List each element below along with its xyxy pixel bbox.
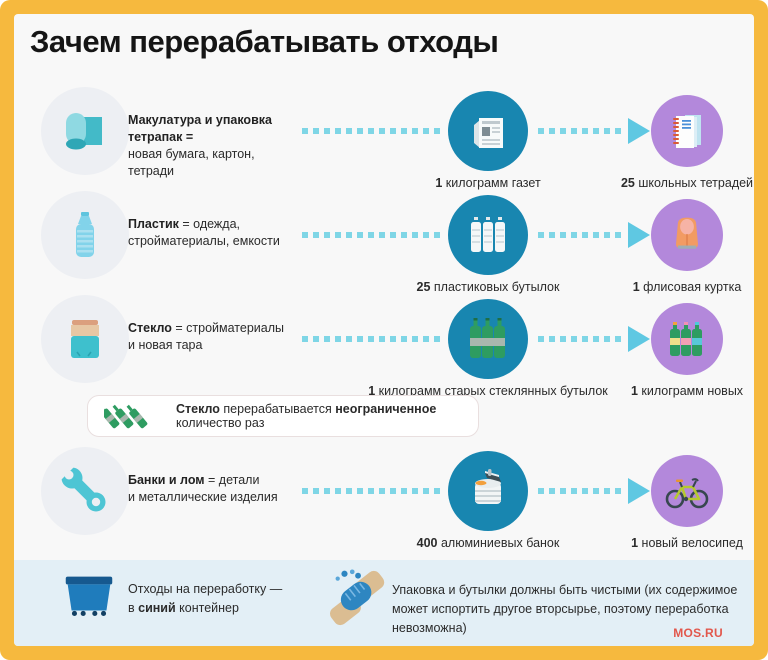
- row-metal: Банки и лом = детали и металлические изд…: [0, 447, 768, 577]
- row-paper: Макулатура и упаковка тетрапак = новая б…: [0, 87, 768, 217]
- old-glass-bottles-icon: [465, 316, 511, 362]
- dotted-line: [538, 488, 624, 494]
- output-caption: 1 новый велосипед: [631, 536, 743, 550]
- output-circle-jacket: [651, 199, 723, 271]
- footer-bar: Отходы на переработку — в синий контейне…: [14, 560, 754, 646]
- input-caption: 400 алюминиевых банок: [416, 536, 560, 550]
- input-caption: 1 килограмм газет: [435, 176, 541, 190]
- arrow-right-icon: [628, 118, 650, 144]
- new-glass-bottles-icon: [667, 319, 707, 359]
- dotted-line: [302, 488, 444, 494]
- glass-jar-icon: [59, 313, 111, 365]
- source-circle-glass: [41, 295, 129, 383]
- dotted-line: [538, 232, 624, 238]
- source-circle-metal: [41, 447, 129, 535]
- input-circle-bottles: [448, 195, 528, 275]
- row-label: Пластик = одежда, стройматериалы, емкост…: [128, 217, 280, 248]
- glass-fact-callout: Стекло перерабатывается неограниченное к…: [87, 395, 479, 437]
- bicycle-icon: [664, 468, 710, 514]
- input-caption: 25 пластиковых бутылок: [416, 280, 560, 294]
- brand-link[interactable]: MOS.RU: [673, 626, 723, 640]
- tilted-bottles-icon: [104, 399, 160, 433]
- arrow-right-icon: [628, 222, 650, 248]
- newspaper-icon: [465, 108, 511, 154]
- dotted-line: [538, 336, 624, 342]
- washing-hands-icon: [328, 566, 392, 630]
- source-circle-plastic: [41, 191, 129, 279]
- row-plastic: Пластик = одежда, стройматериалы, емкост…: [0, 191, 768, 321]
- plastic-bottles-icon: [466, 213, 510, 257]
- row-label: Стекло = стройматериалы и новая тара: [128, 321, 285, 352]
- paper-roll-icon: [59, 105, 111, 157]
- dotted-line: [302, 232, 444, 238]
- arrow-right-icon: [628, 326, 650, 352]
- plastic-bottle-icon: [59, 209, 111, 261]
- dotted-line: [302, 336, 444, 342]
- input-caption: 1 килограмм старых стеклянных бутылок: [368, 384, 608, 398]
- notebook-icon: [665, 109, 709, 153]
- row-label: Макулатура и упаковка тетрапак = новая б…: [128, 113, 272, 178]
- output-caption: 25 школьных тетрадей: [620, 176, 754, 190]
- aluminum-cans-icon: [465, 468, 511, 514]
- output-circle-notebook: [651, 95, 723, 167]
- output-caption: 1 килограмм новых: [630, 384, 744, 398]
- dotted-line: [302, 128, 444, 134]
- dotted-line: [538, 128, 624, 134]
- footer-clean-text: Упаковка и бутылки должны быть чистыми (…: [392, 583, 738, 635]
- row-glass: Стекло = стройматериалы и новая тара: [0, 295, 768, 425]
- input-circle-newspaper: [448, 91, 528, 171]
- source-circle-paper: [41, 87, 129, 175]
- row-label: Банки и лом = детали и металлические изд…: [128, 473, 278, 504]
- blue-dumpster-icon: [58, 570, 120, 622]
- output-caption: 1 флисовая куртка: [632, 280, 742, 294]
- output-circle-new-bottles: [651, 303, 723, 375]
- wrench-icon: [59, 465, 111, 517]
- callout-text: Стекло перерабатывается неограниченное к…: [176, 402, 437, 430]
- input-circle-old-bottles: [448, 299, 528, 379]
- output-circle-bicycle: [651, 455, 723, 527]
- page-title: Зачем перерабатывать отходы: [30, 24, 499, 59]
- fleece-jacket-icon: [665, 213, 709, 257]
- arrow-right-icon: [628, 478, 650, 504]
- input-circle-cans: [448, 451, 528, 531]
- footer-bin-text: Отходы на переработку — в синий контейне…: [128, 582, 283, 615]
